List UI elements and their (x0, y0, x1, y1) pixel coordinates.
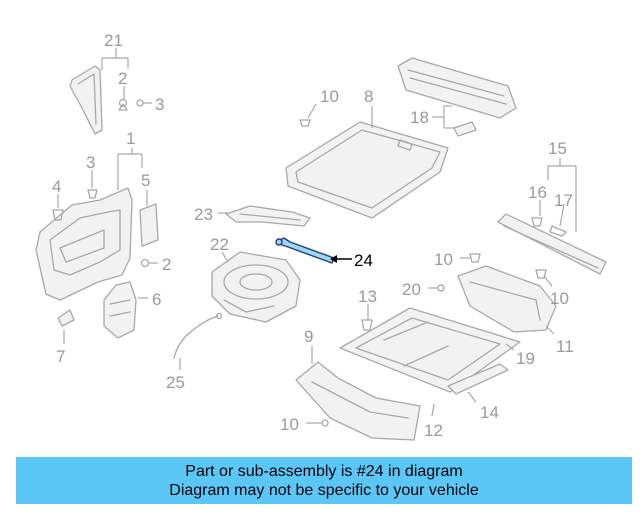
part-9-rear-panel (295, 361, 421, 441)
part-17-clip (549, 225, 567, 237)
callout-21: 21 (104, 31, 123, 50)
part-5-small-panel (139, 203, 159, 247)
callout-10-right-a: 10 (434, 250, 453, 269)
callout-labels: 21 2 3 1 3 5 4 2 6 7 10 8 18 23 22 24 25… (52, 31, 574, 440)
part-2-clip-mid (140, 258, 150, 268)
part-10-clip-top (299, 119, 311, 127)
callout-3-mid: 3 (86, 153, 95, 172)
part-22-tire-tray (211, 251, 301, 323)
part-13-clip (361, 319, 373, 331)
part-14-vent (447, 363, 509, 395)
callout-15: 15 (548, 139, 567, 158)
callout-2-mid: 2 (162, 255, 171, 274)
part-23-jack (225, 205, 311, 227)
callout-18: 18 (410, 108, 429, 127)
callout-24-highlighted: 24 (354, 251, 373, 270)
part-25-cable (173, 312, 223, 359)
callout-10-top: 10 (320, 87, 339, 106)
part-3-screw-top (136, 99, 152, 107)
part-2-clip-top (118, 98, 128, 111)
part-cargo-cover (397, 57, 517, 119)
callout-8: 8 (364, 87, 373, 106)
part-21-pillar-trim (69, 65, 103, 135)
part-6-bracket (103, 281, 137, 339)
part-16-clip (531, 217, 543, 227)
callout-3-top: 3 (155, 95, 164, 114)
callout-4: 4 (52, 177, 61, 196)
part-18-bracket (453, 121, 477, 137)
callout-25: 25 (166, 373, 185, 392)
callout-10-bottom: 10 (280, 415, 299, 434)
callout-20: 20 (402, 280, 421, 299)
part-1-quarter-trim (35, 187, 133, 301)
leader-lines (57, 48, 577, 424)
parts-diagram: 21 2 3 1 3 5 4 2 6 7 10 8 18 23 22 24 25… (35, 31, 607, 441)
callout-12: 12 (424, 421, 443, 440)
callout-11: 11 (556, 337, 574, 356)
callout-17: 17 (554, 191, 573, 210)
part-3-clip-mid (87, 189, 98, 199)
part-7-cap (57, 309, 75, 327)
callout-23: 23 (194, 205, 213, 224)
callout-13: 13 (358, 287, 377, 306)
callout-16: 16 (528, 183, 547, 202)
part-4-clip (52, 209, 64, 221)
callout-22: 22 (210, 235, 229, 254)
part-15-sill-trim (497, 213, 607, 275)
part-20-bolt (437, 284, 445, 292)
callout-9: 9 (304, 327, 313, 346)
part-8-floor-board (285, 121, 449, 219)
callout-14: 14 (480, 403, 499, 422)
callout-5: 5 (141, 171, 150, 190)
callout-1: 1 (126, 129, 135, 148)
callout-19: 19 (516, 349, 535, 368)
part-11-side-tub (457, 265, 557, 333)
part-10-clip-right-a (469, 253, 481, 263)
callout-10-right-b: 10 (550, 289, 569, 308)
part-10-clip-right-b (535, 269, 547, 279)
banner-line-1: Part or sub-assembly is #24 in diagram (185, 462, 463, 480)
banner-line-2: Diagram may not be specific to your vehi… (169, 481, 479, 499)
info-banner: Part or sub-assembly is #24 in diagram D… (16, 457, 632, 504)
callout-7: 7 (56, 347, 65, 366)
callout-2-top: 2 (118, 69, 127, 88)
part-19-floor-frame (339, 307, 521, 393)
part-10-clip-bottom (321, 419, 329, 427)
callout-6: 6 (152, 290, 161, 309)
